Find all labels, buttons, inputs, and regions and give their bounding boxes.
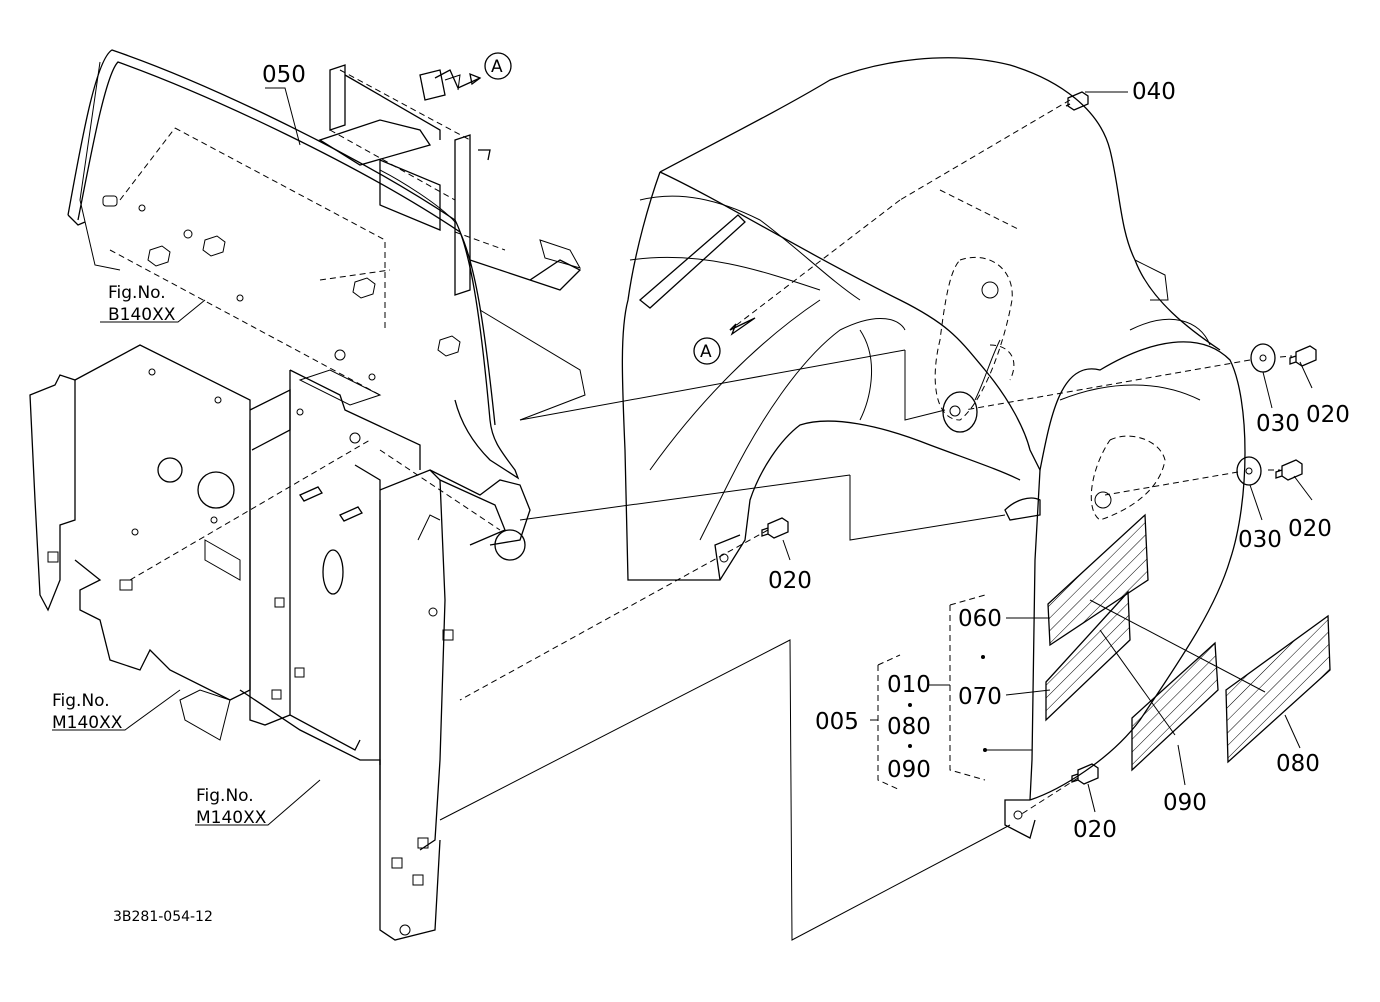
view-a-label-top: A: [491, 57, 503, 77]
figref-m140-center-label: Fig.No.: [196, 786, 254, 806]
center-frame: [239, 349, 531, 941]
front-cover: [621, 57, 1246, 839]
figref-m140-left-label: Fig.No.: [52, 691, 110, 711]
drawing-code: 3B281-054-12: [113, 909, 213, 925]
figref-m140-center-code: M140XX: [196, 808, 267, 828]
label-090-right: 090: [1163, 790, 1207, 816]
figref-m140-left-code: M140XX: [52, 713, 123, 733]
bolt-040-icon: [1065, 91, 1089, 111]
hardware: [761, 91, 1317, 785]
label-080-group: 080: [887, 714, 931, 740]
dashboard-panel: [67, 49, 520, 480]
decals: [1045, 513, 1331, 772]
figref-b140-code: B140XX: [108, 305, 176, 325]
steering-frame: [318, 64, 586, 421]
label-030-upper: 030: [1256, 411, 1300, 437]
label-005: 005: [815, 709, 859, 735]
bolt-020-bottom-icon: [1071, 763, 1099, 785]
figref-leaders: [52, 87, 1313, 826]
label-090-group: 090: [887, 757, 931, 783]
label-030-lower: 030: [1238, 527, 1282, 553]
label-020-mid: 020: [1288, 516, 1332, 542]
part-labels: 050 040 020 030 020 030 020 020 060 070 …: [262, 57, 1350, 843]
bolt-020-upper-icon: [1289, 345, 1317, 367]
label-050: 050: [262, 62, 306, 88]
label-020-upper: 020: [1306, 402, 1350, 428]
bolt-020-mid-icon: [1275, 459, 1303, 481]
figref-b140-label: Fig.No.: [108, 283, 166, 303]
view-a-label-cover: A: [700, 342, 712, 362]
label-040: 040: [1132, 79, 1176, 105]
washer-030-lower-icon: [1236, 456, 1262, 486]
left-side-bracket: [29, 344, 251, 741]
label-060: 060: [958, 606, 1002, 632]
label-010: 010: [887, 672, 931, 698]
view-a-arrows: [434, 52, 756, 365]
label-070: 070: [958, 684, 1002, 710]
bolt-020-left-icon: [761, 517, 789, 539]
assembly-lines: [109, 99, 1293, 941]
washer-030-upper-icon: [1250, 343, 1276, 373]
part-group-brackets: [870, 594, 1266, 791]
label-020-left: 020: [768, 568, 812, 594]
figure-references: Fig.No. B140XX Fig.No. M140XX Fig.No. M1…: [52, 283, 267, 828]
label-020-bottom: 020: [1073, 817, 1117, 843]
label-080-right: 080: [1276, 751, 1320, 777]
